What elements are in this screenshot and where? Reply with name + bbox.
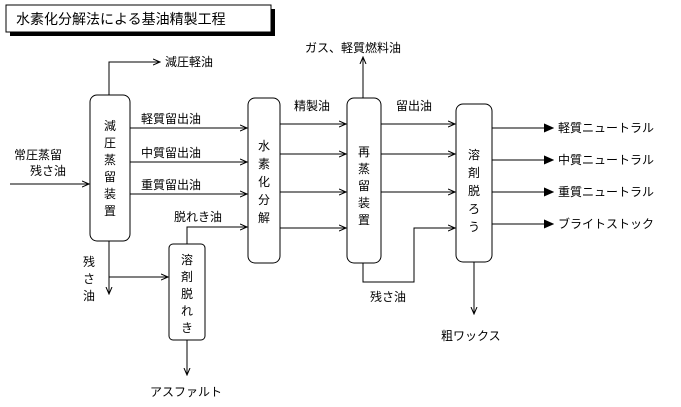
asphalt-label: アスファルト xyxy=(150,385,222,399)
svg-text:溶: 溶 xyxy=(468,147,480,162)
svg-text:置: 置 xyxy=(358,213,370,227)
svg-text:溶: 溶 xyxy=(181,252,193,267)
svg-text:さ: さ xyxy=(83,272,95,286)
deasphalted-oil-arrow xyxy=(186,227,247,244)
heavy-neutral-label: 重質ニュートラル xyxy=(558,184,654,199)
svg-text:脱: 脱 xyxy=(468,183,480,198)
light-distillate-label: 軽質留出油 xyxy=(141,111,201,126)
refined-oil-label: 精製油 xyxy=(294,99,330,113)
redistillation-residue-arrow xyxy=(362,228,455,283)
svg-text:解: 解 xyxy=(258,211,270,225)
svg-text:装: 装 xyxy=(358,196,370,210)
redistillation-label: 再 蒸 留 装 置 xyxy=(358,145,370,227)
svg-text:う: う xyxy=(468,220,480,234)
vacuum-gas-oil-label: 減圧軽油 xyxy=(165,54,213,69)
svg-text:圧: 圧 xyxy=(104,136,116,150)
svg-text:再: 再 xyxy=(358,145,370,159)
medium-neutral-label: 中質ニュートラル xyxy=(558,152,654,167)
solvent-dewaxing-unit xyxy=(455,103,493,263)
vacuum-residue-label: 残 さ 油 xyxy=(83,255,95,303)
solvent-dewaxing-label: 溶 剤 脱 ろ う xyxy=(468,147,480,234)
vacuum-distillation-label: 減 圧 蒸 留 装 置 xyxy=(104,118,116,218)
hydrocracking-label: 水 素 化 分 解 xyxy=(258,139,270,225)
heavy-distillate-label: 重質留出油 xyxy=(141,177,201,192)
bright-stock-label: ブライトストック xyxy=(558,216,654,231)
svg-text:分: 分 xyxy=(258,193,270,207)
svg-text:き: き xyxy=(181,321,193,335)
svg-text:化: 化 xyxy=(258,175,270,189)
svg-text:れ: れ xyxy=(181,304,193,318)
diagram-title: 水素化分解法による基油精製工程 xyxy=(16,11,226,28)
feed-label-line2: 残さ油 xyxy=(30,164,66,178)
light-neutral-label: 軽質ニュートラル xyxy=(558,120,654,135)
redistillation-unit xyxy=(346,97,382,264)
svg-text:脱: 脱 xyxy=(181,286,193,301)
hydrocracking-unit xyxy=(247,97,281,264)
svg-text:油: 油 xyxy=(83,289,95,303)
svg-text:剤: 剤 xyxy=(181,269,193,284)
redistillation-residue-label: 残さ油 xyxy=(370,290,406,304)
svg-text:水: 水 xyxy=(258,139,270,153)
svg-text:残: 残 xyxy=(83,255,95,269)
svg-text:留: 留 xyxy=(358,179,370,193)
svg-text:蒸: 蒸 xyxy=(358,162,370,176)
svg-text:置: 置 xyxy=(104,204,116,218)
solvent-deasphalting-label: 溶 剤 脱 れ き xyxy=(181,252,193,335)
feed-label-line1: 常圧蒸留 xyxy=(14,148,62,162)
deasphalted-oil-label: 脱れき油 xyxy=(174,209,222,224)
svg-text:留: 留 xyxy=(104,170,116,184)
svg-text:剤: 剤 xyxy=(468,165,480,180)
svg-text:装: 装 xyxy=(104,187,116,201)
vacuum-distillation-unit xyxy=(89,94,131,242)
svg-text:ろ: ろ xyxy=(468,202,480,216)
svg-text:減: 減 xyxy=(104,118,116,133)
title-box: 水素化分解法による基油精製工程 xyxy=(5,4,275,36)
medium-distillate-label: 中質留出油 xyxy=(141,145,201,160)
crude-wax-label: 粗ワックス xyxy=(441,329,501,343)
gas-light-fuel-label: ガス、軽質燃料油 xyxy=(305,40,401,55)
vacuum-gas-oil-arrow xyxy=(108,62,160,95)
distillate-oil-label: 留出油 xyxy=(396,99,432,113)
svg-text:素: 素 xyxy=(258,157,270,171)
svg-text:蒸: 蒸 xyxy=(104,153,116,167)
